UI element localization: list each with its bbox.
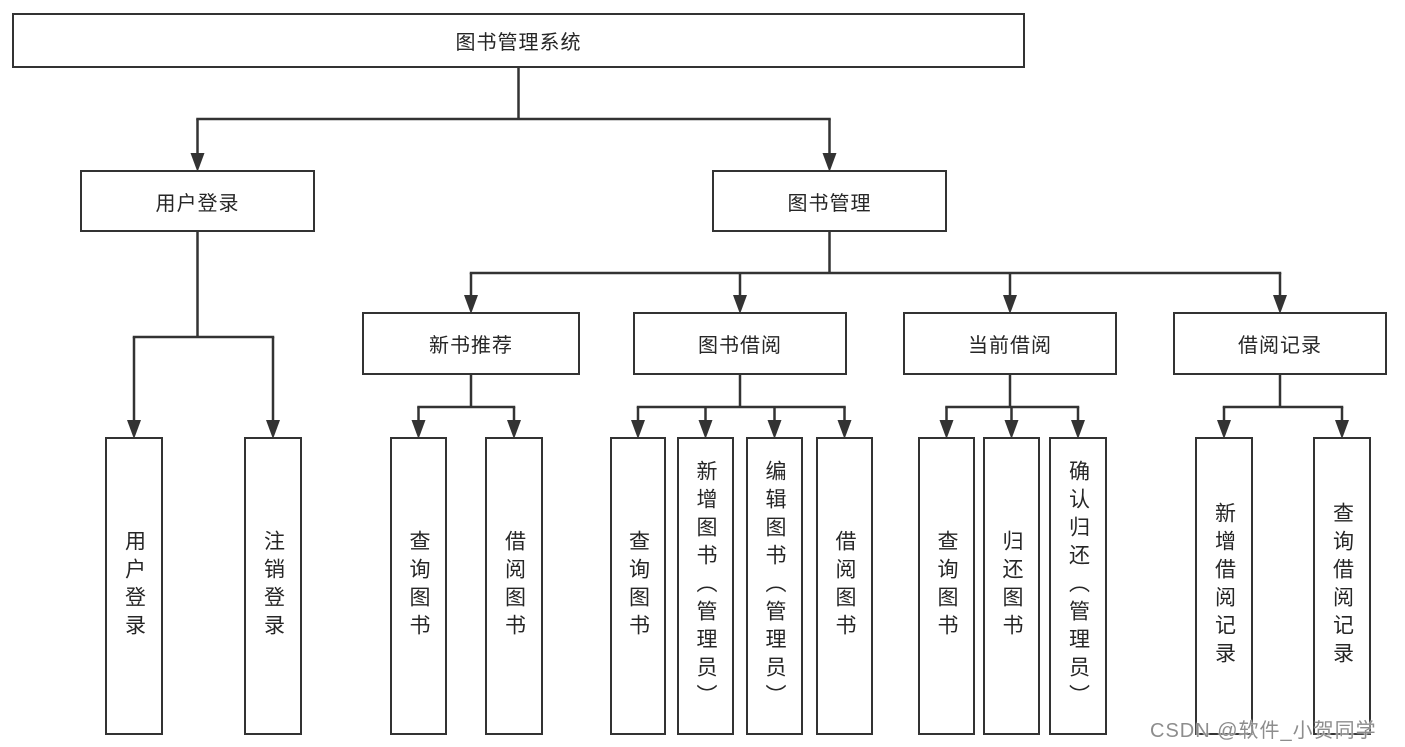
leaf-edit-book-admin: 编辑图书（管理员）	[746, 437, 803, 735]
leaf-user-login-label: 用户登录	[122, 530, 146, 642]
node-book-management: 图书管理	[712, 170, 947, 232]
node-book-borrowing-label: 图书借阅	[698, 335, 782, 357]
node-root-label: 图书管理系统	[455, 32, 582, 54]
node-user-login: 用户登录	[80, 170, 315, 232]
leaf-return-book: 归还图书	[983, 437, 1040, 735]
node-current-borrowing-label: 当前借阅	[968, 335, 1052, 357]
node-book-management-label: 图书管理	[787, 192, 872, 215]
leaf-query-borrow-record: 查询借阅记录	[1313, 437, 1371, 735]
node-user-login-label: 用户登录	[155, 192, 240, 215]
leaf-borrow-books-borrowing-label: 借阅图书	[833, 530, 856, 642]
leaf-query-books-borrowing: 查询图书	[610, 437, 666, 735]
node-new-book-recommendation: 新书推荐	[362, 312, 580, 375]
leaf-confirm-return-admin-label: 确认归还（管理员）	[1066, 460, 1090, 712]
leaf-add-book-admin-label: 新增图书（管理员）	[694, 460, 717, 712]
leaf-add-book-admin: 新增图书（管理员）	[677, 437, 734, 735]
leaf-logout-label: 注销登录	[261, 530, 285, 642]
leaf-edit-book-admin-label: 编辑图书（管理员）	[763, 460, 786, 712]
leaf-return-book-label: 归还图书	[1000, 530, 1023, 642]
leaf-borrow-books-borrowing: 借阅图书	[816, 437, 873, 735]
leaf-user-login: 用户登录	[105, 437, 163, 735]
leaf-query-books-recommend-label: 查询图书	[407, 530, 430, 642]
leaf-add-borrow-record: 新增借阅记录	[1195, 437, 1253, 735]
leaf-borrow-books-recommend-label: 借阅图书	[502, 530, 526, 642]
leaf-logout: 注销登录	[244, 437, 302, 735]
node-current-borrowing: 当前借阅	[903, 312, 1117, 375]
leaf-add-borrow-record-label: 新增借阅记录	[1212, 502, 1236, 670]
leaf-query-books-current: 查询图书	[918, 437, 975, 735]
leaf-query-books-borrowing-label: 查询图书	[626, 530, 650, 642]
watermark: CSDN @软件_小贺同学	[1150, 720, 1377, 742]
node-book-borrowing: 图书借阅	[633, 312, 847, 375]
leaf-query-books-recommend: 查询图书	[390, 437, 447, 735]
leaf-borrow-books-recommend: 借阅图书	[485, 437, 543, 735]
node-borrowing-records: 借阅记录	[1173, 312, 1387, 375]
node-new-book-recommendation-label: 新书推荐	[429, 335, 513, 357]
leaf-confirm-return-admin: 确认归还（管理员）	[1049, 437, 1107, 735]
leaf-query-borrow-record-label: 查询借阅记录	[1330, 502, 1354, 670]
leaf-query-books-current-label: 查询图书	[935, 530, 958, 642]
node-borrowing-records-label: 借阅记录	[1238, 335, 1322, 357]
node-root: 图书管理系统	[12, 13, 1025, 68]
